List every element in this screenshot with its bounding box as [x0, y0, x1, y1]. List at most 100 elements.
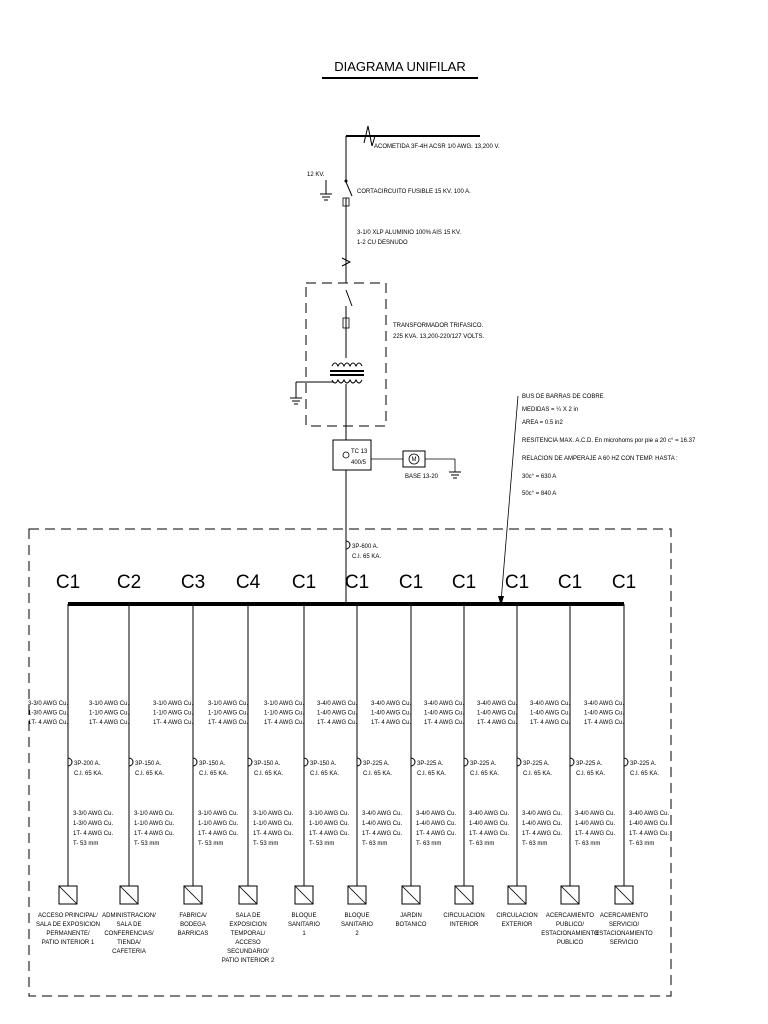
breaker-spec: C.I. 65 KA. — [199, 771, 228, 777]
load-label: BLOQUE — [291, 913, 316, 919]
breaker-spec: C.I. 65 KA. — [576, 771, 605, 777]
main-breaker-line-2: C.I. 65 KA. — [352, 554, 381, 560]
cable-spec: 1-4/0 AWG Cu. — [416, 821, 456, 827]
fuse-element — [342, 197, 350, 207]
feeder-spec: 3-1/0 AWG Cu. — [208, 701, 248, 707]
cable-spec: 1-1/0 AWG Cu. — [198, 821, 238, 827]
load-label: CIRCULACION — [443, 913, 484, 919]
feeder-spec: 3-4/0 AWG Cu. — [424, 701, 464, 707]
cable-spec: T- 63 mm — [522, 841, 547, 847]
cable-spec: T- 53 mm — [134, 841, 159, 847]
load-label: SERVICIO/ — [609, 922, 640, 928]
main-breaker-icon — [345, 540, 351, 550]
load-panel — [560, 885, 580, 905]
load-label: TEMPORAL/ — [231, 931, 266, 937]
feeder-spec: 1T- 4 AWG Cu. — [208, 720, 248, 726]
load-label: PATIO INTERIOR 2 — [222, 958, 275, 964]
cable-spec: 3-4/0 AWG Cu. — [629, 811, 669, 817]
transformer-fuse — [342, 317, 350, 329]
cable-spec: 1T- 4 AWG Cu. — [309, 831, 349, 837]
feeder-spec: 1-1/0 AWG Cu. — [208, 711, 248, 717]
cable-tick — [341, 257, 352, 267]
feeder-spec: 1-4/0 AWG Cu. — [477, 711, 517, 717]
load-label: TIENDA/ — [117, 940, 141, 946]
bus-spec-line-2: MEDIDAS = ¼ X 2 in — [522, 407, 578, 413]
load-label: BLOQUE — [344, 913, 369, 919]
load-panel — [454, 885, 474, 905]
breaker-icon — [128, 757, 134, 767]
load-panel-diagonal — [294, 885, 314, 905]
circuit-code: C1 — [452, 572, 476, 593]
load-panel — [183, 885, 203, 905]
cable-spec: 1-1/0 AWG Cu. — [134, 821, 174, 827]
cable-spec: 1-4/0 AWG Cu. — [362, 821, 402, 827]
load-label: CONFERENCIAS/ — [104, 931, 154, 937]
breaker-icon — [463, 757, 469, 767]
circuit-group: C1 3-3/0 AWG Cu. 1-3/0 AWG Cu. 1T- 4 AWG Cu… — [28, 572, 669, 964]
feeder-spec: 3-1/0 AWG Cu. — [89, 701, 129, 707]
breaker-spec: 3P-225 A. — [523, 761, 550, 767]
circuit-code: C4 — [236, 572, 261, 593]
load-label: INTERIOR — [450, 922, 479, 928]
cable-spec: 3-4/0 AWG Cu. — [362, 811, 402, 817]
load-label: ACERCAMIENTO — [546, 913, 595, 919]
breaker-spec: C.I. 65 KA. — [523, 771, 552, 777]
feeder-spec: 1-4/0 AWG Cu. — [317, 711, 357, 717]
load-label: ESTACIONAMIENTO — [595, 931, 653, 937]
cable-spec: T- 63 mm — [416, 841, 441, 847]
breaker-icon — [67, 757, 73, 767]
load-panel-diagonal — [507, 885, 527, 905]
current-transformer-box — [332, 439, 372, 471]
feeder-spec: 1-4/0 AWG Cu. — [424, 711, 464, 717]
feeder-spec: 3-3/0 AWG Cu. — [28, 701, 68, 707]
feeder-spec: 1-4/0 AWG Cu. — [584, 711, 624, 717]
cable-spec: 1T- 4 AWG Cu. — [134, 831, 174, 837]
load-panel — [507, 885, 527, 905]
cable-spec: T- 63 mm — [362, 841, 387, 847]
load-label: ACCESO — [235, 940, 261, 946]
fuse-cutout-blade — [345, 181, 353, 197]
cable-spec: T- 63 mm — [629, 841, 654, 847]
feeder-spec: 3-4/0 AWG Cu. — [371, 701, 411, 707]
disconnect-switch — [345, 289, 353, 307]
load-label: ADMINISTRACION/ — [102, 913, 156, 919]
cable-spec: 1-3/0 AWG Cu. — [73, 821, 113, 827]
meter-symbol: M — [412, 457, 417, 463]
cable-spec: 3-4/0 AWG Cu. — [575, 811, 615, 817]
meter-label: BASE 13-20 — [405, 474, 439, 480]
load-label: SANITARIO — [288, 922, 320, 928]
load-panel-diagonal — [454, 885, 474, 905]
cable-spec: T- 53 mm — [253, 841, 278, 847]
breaker-spec: 3P-150 A. — [135, 761, 162, 767]
breaker-icon — [356, 757, 362, 767]
load-label: SALA DE — [116, 922, 141, 928]
breaker-spec: C.I. 65 KA. — [135, 771, 164, 777]
cable-spec: T- 53 mm — [198, 841, 223, 847]
circuit-code: C1 — [612, 572, 636, 593]
cable-spec: 3-4/0 AWG Cu. — [416, 811, 456, 817]
breaker-icon — [192, 757, 198, 767]
feeder-spec: 1T- 4 AWG Cu. — [317, 720, 357, 726]
tc-label-2: 400/5 — [351, 460, 367, 466]
load-label: EXPOSICION — [229, 922, 266, 928]
feeder-spec: 1T- 4 AWG Cu. — [477, 720, 517, 726]
load-panel — [401, 885, 421, 905]
load-label: PATIO INTERIOR 1 — [42, 940, 95, 946]
cable-spec: T- 63 mm — [575, 841, 600, 847]
load-label: PERMANENTE/ — [46, 931, 90, 937]
load-label: BOTANICO — [396, 922, 427, 928]
feeder-spec: 1T- 4 AWG Cu. — [424, 720, 464, 726]
transformer-line-2: 225 KVA. 13,200-220/127 VOLTS. — [393, 334, 485, 340]
cable-spec: 3-1/0 AWG Cu. — [309, 811, 349, 817]
feeder-spec: 1-4/0 AWG Cu. — [530, 711, 570, 717]
cable-spec: 1-4/0 AWG Cu. — [629, 821, 669, 827]
breaker-spec: C.I. 65 KA. — [630, 771, 659, 777]
cable-spec: 1-4/0 AWG Cu. — [522, 821, 562, 827]
cable-spec: 1T- 4 AWG Cu. — [73, 831, 113, 837]
feeder-spec: 1-1/0 AWG Cu. — [153, 711, 193, 717]
cable-spec: 1T- 4 AWG Cu. — [469, 831, 509, 837]
cortacircuito-label: CORTACIRCUITO FUSIBLE 15 KV. 100 A. — [357, 189, 471, 195]
cable-spec: 3-1/0 AWG Cu. — [198, 811, 238, 817]
breaker-icon — [623, 757, 629, 767]
cable-spec: 1T- 4 AWG Cu. — [198, 831, 238, 837]
